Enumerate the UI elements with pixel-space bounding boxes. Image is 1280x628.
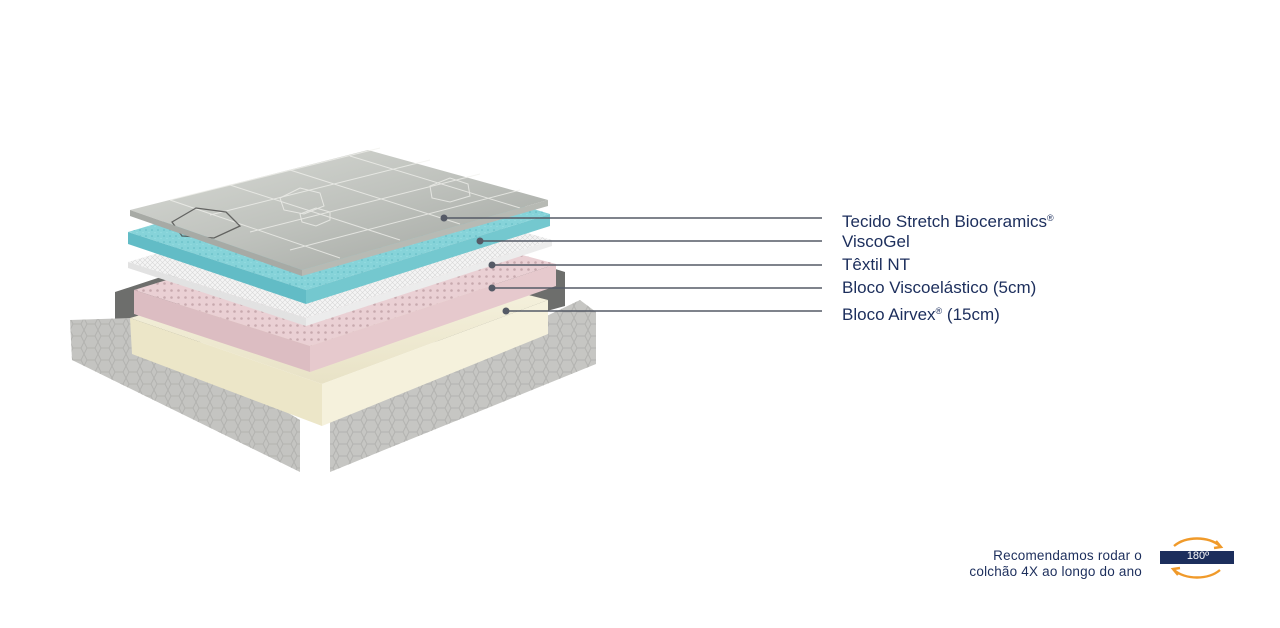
leader-dot-3 [488, 261, 496, 269]
recommendation-line-1: Recomendamos rodar o [993, 548, 1142, 563]
leader-dot-2 [476, 237, 484, 245]
leader-dot-4 [488, 284, 496, 292]
leader-lines [444, 217, 822, 312]
registered-mark: ® [1047, 213, 1054, 223]
recommendation-line-2: colchão 4X ao longo do ano [969, 564, 1142, 579]
rotate-180-label: 180º [1186, 550, 1210, 562]
layer-label-viscogel-text: ViscoGel [842, 232, 910, 251]
rotate-180-icon [1160, 537, 1234, 579]
layer-label-tecido-text: Tecido Stretch Bioceramics [842, 212, 1048, 231]
registered-mark: ® [935, 306, 943, 316]
layer-label-airvex-suffix: (15cm) [942, 305, 1000, 324]
layer-label-tecido: Tecido Stretch Bioceramics® [842, 208, 1054, 232]
layer-label-viscoelastico-text: Bloco Viscoelástico (5cm) [842, 278, 1037, 297]
rotation-recommendation: Recomendamos rodar o colchão 4X ao longo… [969, 548, 1142, 580]
top-fabric-cover [130, 147, 548, 276]
layer-label-viscogel: ViscoGel [842, 232, 910, 252]
layer-label-textil-text: Têxtil NT [842, 255, 910, 274]
leader-dot-1 [440, 214, 448, 222]
leader-dot-5 [502, 307, 510, 315]
layer-label-viscoelastico: Bloco Viscoelástico (5cm) [842, 278, 1036, 298]
layer-label-airvex-text: Bloco Airvex [842, 305, 936, 324]
layer-label-airvex: Bloco Airvex® (15cm) [842, 301, 1000, 325]
leader-dots [440, 214, 510, 315]
layer-label-textil: Têxtil NT [842, 255, 910, 275]
